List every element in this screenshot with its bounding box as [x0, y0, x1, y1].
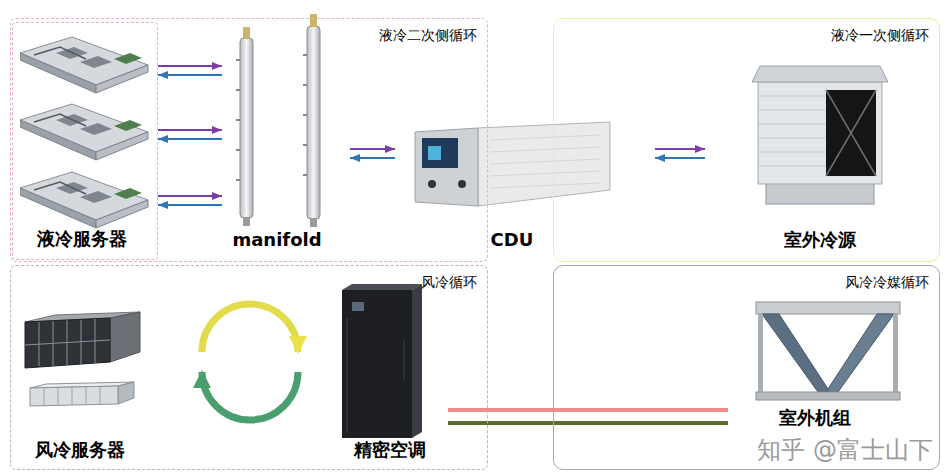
region-title: 风冷冷媒循环	[845, 273, 929, 291]
flow-arrow	[158, 129, 222, 131]
liquid-server	[20, 172, 148, 228]
refrigerant-pipe	[448, 408, 728, 412]
drive-bays	[25, 319, 110, 366]
tower-cross	[826, 90, 876, 176]
outdoor-unit: 室外机组	[728, 290, 928, 432]
cdu-screen	[422, 138, 458, 168]
refrigerant-pipe	[448, 421, 728, 425]
precision-ac: 精密空调	[298, 280, 448, 465]
liquid-server	[20, 104, 148, 160]
manifold-cap	[310, 218, 317, 227]
cabinet-front	[342, 290, 412, 438]
region-panel: 液冷一次侧循环室外冷源	[553, 18, 940, 262]
flow-arrow	[158, 65, 222, 67]
component-label: 风冷服务器	[35, 438, 125, 462]
flow-arrow	[158, 74, 222, 76]
flow-arrow	[158, 195, 222, 197]
unit-post	[758, 314, 763, 394]
component-label: 液冷服务器	[37, 227, 127, 251]
cdu-vent	[490, 135, 600, 188]
manifold-cap	[310, 14, 317, 27]
manifold-bar	[240, 38, 253, 218]
rack-front	[25, 318, 110, 368]
manifold-cap	[243, 27, 250, 39]
air-server-group: 风冷服务器	[18, 300, 202, 465]
cdu-knob	[458, 180, 466, 188]
component-label: 室外机组	[779, 406, 851, 430]
manifold-port	[236, 55, 307, 180]
tower-top	[752, 66, 888, 82]
drive-bays	[44, 387, 100, 405]
flow-arrow	[350, 148, 395, 150]
component-label: CDU	[491, 228, 534, 252]
server-side	[118, 382, 134, 404]
component-label: 精密空调	[354, 438, 426, 462]
liquid-server	[20, 37, 148, 93]
coil	[762, 314, 830, 392]
flow-arrow	[158, 204, 222, 206]
coil	[826, 314, 894, 392]
component-label: manifold	[232, 228, 321, 252]
cdu-knob	[428, 180, 436, 188]
cdu-side	[478, 122, 610, 206]
cycle-arrow	[202, 372, 298, 420]
region-title: 风冷循环	[421, 273, 477, 291]
tower-fill	[758, 96, 826, 166]
manifold-unit: manifold	[222, 25, 350, 260]
flow-arrow	[655, 157, 705, 159]
cdu-unit: CDU	[395, 100, 655, 260]
cabinet-door	[347, 318, 404, 432]
tower-body	[758, 82, 882, 184]
watermark: 知乎 @富士山下	[757, 436, 933, 464]
cabinet-screen	[352, 302, 364, 311]
cdu-front	[415, 128, 478, 206]
unit-top	[756, 302, 900, 314]
cooling-source: 室外冷源	[705, 40, 935, 260]
rack-side	[110, 312, 140, 362]
cabinet-side	[412, 284, 422, 438]
unit-base	[756, 392, 900, 400]
tower-panel	[826, 90, 876, 176]
region-panel: 液冷二次侧循环液冷服务器 manifold	[10, 18, 488, 262]
region-title: 液冷一次侧循环	[831, 26, 929, 44]
component-label: 室外冷源	[784, 228, 856, 252]
tower-base	[766, 182, 874, 204]
flow-arrow	[350, 157, 395, 159]
region-panel: 风冷循环风冷服务器 精密空调	[10, 265, 488, 470]
region-title: 液冷二次侧循环	[379, 26, 477, 44]
flow-arrow	[655, 148, 705, 150]
server-group: 液冷服务器	[12, 22, 158, 260]
cycle-arrow	[202, 304, 298, 352]
manifold-cap	[243, 217, 250, 226]
cabinet-top	[342, 284, 422, 290]
manifold-bar	[307, 26, 320, 219]
unit-post	[893, 314, 898, 394]
server-front	[30, 386, 118, 406]
flow-arrow	[158, 138, 222, 140]
cdu-screen-light	[428, 146, 441, 160]
